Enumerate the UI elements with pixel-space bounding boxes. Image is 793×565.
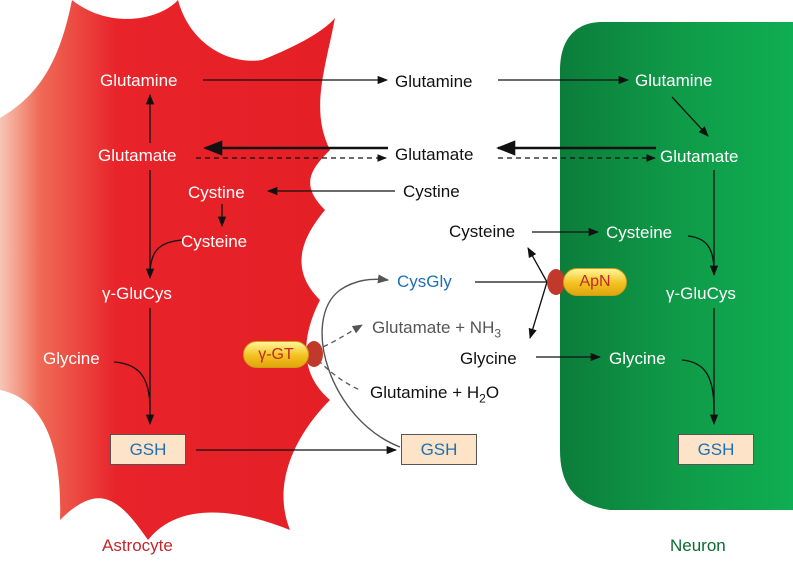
extracellular-cysteine: Cysteine: [449, 222, 516, 241]
neuron-gsh-box: GSH: [678, 434, 754, 465]
astrocyte-caption: Astrocyte: [102, 536, 173, 555]
astrocyte-cell: [0, 0, 335, 540]
astrocyte-cystine: Cystine: [188, 183, 245, 202]
neuron-glutamate: Glutamate: [660, 147, 739, 166]
apn-membrane-marker: [547, 269, 565, 295]
extracellular-cysgly: CysGly: [397, 272, 452, 291]
apn-enzyme: ApN: [563, 268, 627, 296]
neuron-glycine: Glycine: [609, 349, 666, 368]
astrocyte-gamma-glucys: γ-GluCys: [102, 284, 172, 303]
extracellular-glycine: Glycine: [460, 349, 517, 368]
extracellular-cystine: Cystine: [403, 182, 460, 201]
ggt-membrane-marker: [305, 341, 323, 367]
astrocyte-glutamine: Glutamine: [100, 71, 178, 90]
extracellular-glutamine: Glutamine: [395, 72, 473, 91]
extracellular-glutamate: Glutamate: [395, 145, 474, 164]
extracellular-glutamine-h2o: Glutamine + H2O: [370, 383, 500, 406]
neuron-glutamine: Glutamine: [635, 71, 713, 90]
neuron-gamma-glucys: γ-GluCys: [666, 284, 736, 303]
astrocyte-cysteine: Cysteine: [181, 232, 248, 251]
astrocyte-glutamate: Glutamate: [98, 146, 177, 165]
astrocyte-glycine: Glycine: [43, 349, 100, 368]
extracellular-gsh-box: GSH: [401, 434, 477, 465]
neuron-cysteine: Cysteine: [606, 223, 673, 242]
neuron-caption: Neuron: [670, 536, 726, 555]
gamma-gt-enzyme: γ-GT: [243, 341, 309, 368]
extracellular-glutamate-nh3: Glutamate + NH3: [372, 318, 502, 341]
astrocyte-gsh-box: GSH: [110, 434, 186, 465]
neuron-cell: [560, 22, 793, 510]
